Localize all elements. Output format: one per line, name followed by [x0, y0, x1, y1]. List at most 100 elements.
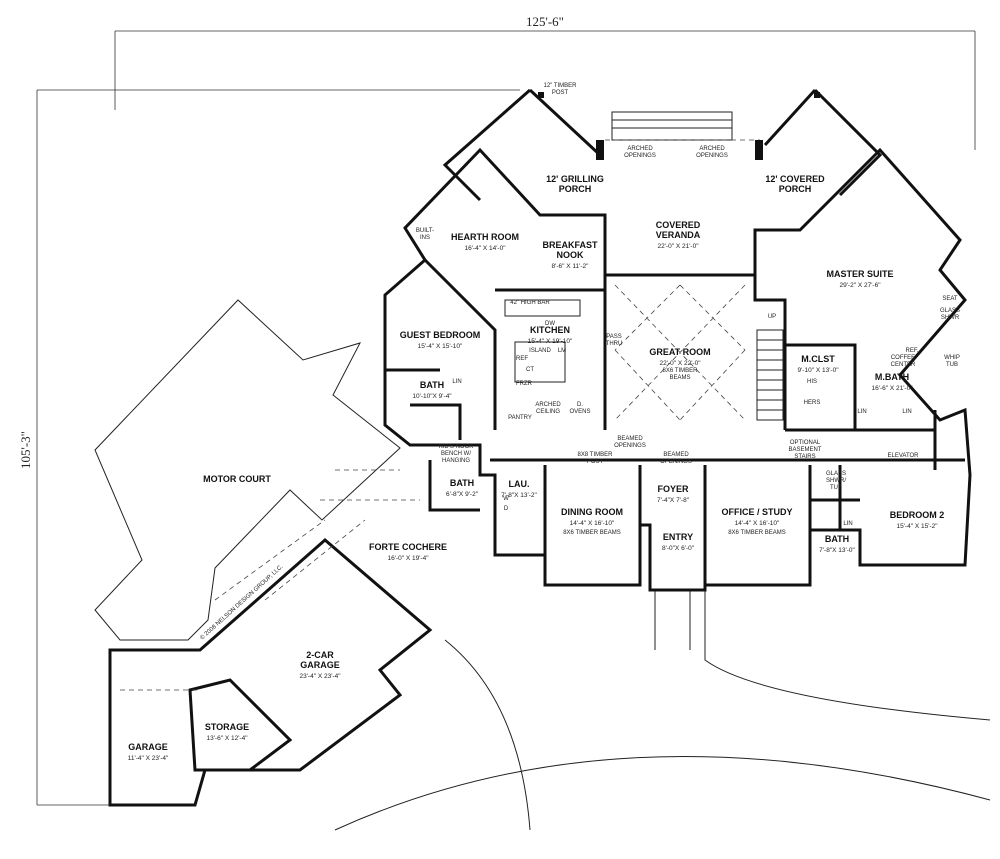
note-timber-beams-dining: 8X6 TIMBER BEAMS: [563, 530, 621, 536]
room-dim-foyer: 7'-4"X 7'-8": [657, 497, 690, 504]
room-name-veranda: COVERED: [656, 220, 701, 230]
room-dim-entry: 8'-0"X 6'-0": [662, 545, 695, 552]
main-house-walls: [383, 147, 972, 592]
note-ref: REF: [516, 356, 528, 362]
note-elevator: ELEVATOR: [887, 453, 919, 459]
kitchen-island: [514, 341, 566, 383]
note-arched-openings-left: ARCHED: [627, 146, 653, 152]
room-name-motor: MOTOR COURT: [203, 474, 271, 484]
room-name-bedroom2: BEDROOM 2: [890, 510, 945, 520]
room-dim-guest: 15'-4" X 15'-10": [418, 343, 463, 350]
room-dim-storage: 13'-6" X 12'-4": [206, 735, 248, 742]
kitchen-high-bar: [504, 299, 581, 317]
note-lm: LM: [558, 348, 566, 354]
note-coffee-center: CENTER: [891, 362, 916, 368]
room-name-breakfast: NOOK: [557, 250, 585, 260]
great-room-beams: [614, 284, 746, 421]
room-dim-kitchen: 15'-4" X 19'-10": [528, 338, 573, 345]
note-high-bar: 42" HIGH BAR: [510, 300, 550, 306]
room-dim-veranda: 22'-0" X 21'-0": [657, 243, 699, 250]
grilling-porch-walls: [442, 88, 602, 202]
note-glass-shwr: GLASS: [940, 308, 960, 314]
note-lin: LIN: [452, 379, 461, 385]
room-name-office: OFFICE / STUDY: [721, 507, 792, 517]
forte-cochere-drive: [214, 519, 366, 601]
stairs: [756, 329, 784, 421]
room-foyer: FOYER 7'-4"X 7'-8": [657, 484, 690, 504]
timber-post-right: [755, 140, 763, 160]
room-dim-master: 29'-2" X 27'-6": [839, 282, 881, 289]
motor-court-outline: [94, 299, 401, 641]
room-dim-bath1: 10'-10"X 9'-4": [412, 393, 452, 400]
room-dim-great: 22'-0" X 22'-0": [659, 360, 701, 367]
note-timber-post-hall: 8X8 TIMBER: [578, 452, 614, 458]
note-built-ins: BUILT-: [416, 228, 434, 234]
note-kids-nook: HANGING: [442, 458, 470, 464]
room-dim-bath2: 6'-8"X 9'-2": [446, 491, 479, 498]
room-name-grilling: PORCH: [559, 184, 592, 194]
veranda-steps: [611, 111, 733, 141]
note-d: D: [504, 506, 509, 512]
room-name-entry: ENTRY: [663, 532, 693, 542]
note-pantry: PANTRY: [508, 415, 532, 421]
room-name-foyer: FOYER: [657, 484, 689, 494]
note-timber-post-hall: POST: [587, 459, 604, 465]
room-dim-lau: 7'-8"X 13'-2": [501, 492, 537, 499]
room-lau: LAU.7'-8"X 13'-2": [501, 479, 537, 499]
note-arched-openings-left: OPENINGS: [624, 153, 656, 159]
bath3-walls: [810, 465, 860, 530]
room-bath2: BATH 6'-8"X 9'-2": [446, 478, 479, 498]
room-name-hearth: HEARTH ROOM: [451, 232, 519, 242]
note-w: W: [503, 496, 509, 502]
note-hers: HERS: [804, 400, 821, 406]
note-whip-tub: WHIP: [944, 355, 960, 361]
note-up: UP: [768, 314, 776, 320]
bath-walls: [385, 368, 462, 440]
great-room-right-wall: [753, 275, 787, 430]
note-arched-openings-right: OPENINGS: [696, 153, 728, 159]
room-name-guest: GUEST BEDROOM: [400, 330, 481, 340]
room-dim-mclst: 9'-10" X 13'-0": [797, 367, 839, 374]
room-dim-bedroom2: 15'-4" X 15'-2": [896, 523, 938, 530]
room-name-mclst: M.CLST: [801, 354, 835, 364]
room-dim-bath3: 7'-8"X 13'-0": [819, 547, 855, 554]
room-mbath: M.BATH 16'-6" X 21'-0": [871, 372, 913, 392]
bath2-walls: [428, 460, 480, 512]
note-built-ins: INS: [420, 235, 430, 241]
depth-dimension-label: 105'-3": [18, 431, 33, 469]
note-timber-post-top: 12" TIMBER: [543, 83, 577, 89]
room-name-breakfast: BREAKFAST: [542, 240, 598, 250]
room-bedroom2: BEDROOM 2 15'-4" X 15'-2": [890, 510, 945, 530]
master-bath-walls: [855, 410, 937, 470]
room-name-forte: FORTE COCHERE: [369, 542, 447, 552]
room-name-garage2: GARAGE: [300, 660, 340, 670]
front-room-walls: [543, 465, 812, 585]
forte-cochere-lines: [320, 469, 420, 501]
room-dim-garage: 11'-4" X 23'-4": [128, 755, 169, 762]
note-basement-stairs: OPTIONAL: [790, 440, 821, 446]
note-frzr: FRZR: [516, 381, 533, 387]
room-name-garage: GARAGE: [128, 742, 168, 752]
note-lin2: LIN: [857, 409, 866, 415]
timber-post-grilling: [538, 92, 544, 98]
note-kids-nook: BENCH W/: [441, 451, 471, 457]
room-name-dining: DINING ROOM: [561, 507, 623, 517]
note-labels: 12" TIMBERPOSTARCHEDOPENINGSARCHEDOPENIN…: [416, 83, 960, 536]
room-entry: ENTRY 8'-0"X 6'-0": [662, 532, 695, 552]
room-dim-dining: 14'-4" X 16'-10": [570, 520, 615, 527]
room-motor: MOTOR COURT: [203, 474, 271, 484]
room-name-mbath: M.BATH: [875, 372, 909, 382]
room-name-bath2: BATH: [450, 478, 474, 488]
room-garage: GARAGE 11'-4" X 23'-4": [128, 742, 169, 762]
room-dim-mbath: 16'-6" X 21'-0": [871, 385, 913, 392]
note-glass-shwr-tub: GLASS: [826, 471, 846, 477]
room-name-storage: STORAGE: [205, 722, 249, 732]
